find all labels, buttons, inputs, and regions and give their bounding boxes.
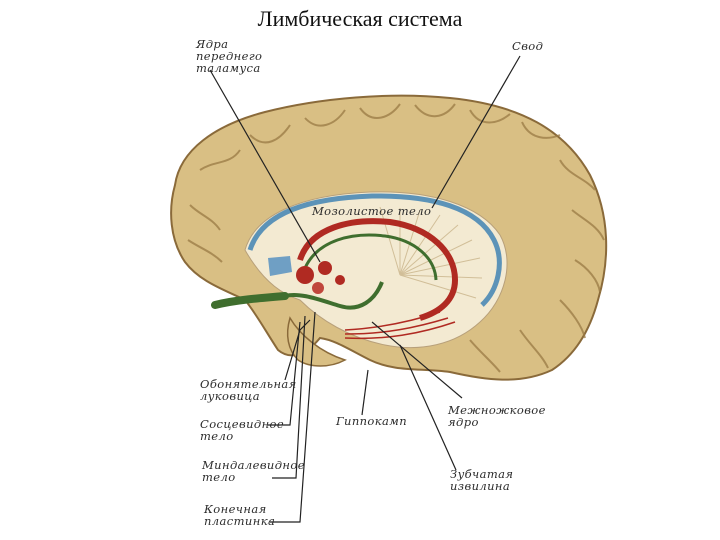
hippocampal-fibers <box>344 311 456 340</box>
label-thalamic-nuclei: Ядра переднего таламуса <box>196 37 263 75</box>
label-amygdala: Миндалевидное тело <box>202 458 305 484</box>
label-lamina-terminalis: Конечная пластинка <box>204 502 276 528</box>
inner-arc <box>303 233 438 281</box>
label-hippocampus: Гиппокамп <box>336 414 408 428</box>
olfactory-tract <box>211 292 289 309</box>
green-pathway <box>284 281 384 310</box>
label-dentate-gyrus: Зубчатая извилина <box>450 467 514 493</box>
limbic-nuclei <box>296 261 345 294</box>
gyri-folds <box>187 103 605 373</box>
leader-lines <box>209 55 521 523</box>
label-fornix: Свод <box>512 39 544 53</box>
label-corpus-callosum: Мозолистое тело <box>312 204 432 218</box>
label-interpeduncular-nucleus: Межножковое ядро <box>448 403 546 429</box>
temporal-lobe <box>286 316 347 367</box>
corpus-callosum <box>247 193 502 307</box>
label-olfactory-bulb: Обонятельная луковица <box>200 377 297 403</box>
label-mammillary-body: Сосцевидное тело <box>200 417 285 443</box>
page-title: Лимбическая система <box>257 6 463 31</box>
fornix-arc <box>297 218 459 321</box>
septal-area <box>268 256 292 276</box>
